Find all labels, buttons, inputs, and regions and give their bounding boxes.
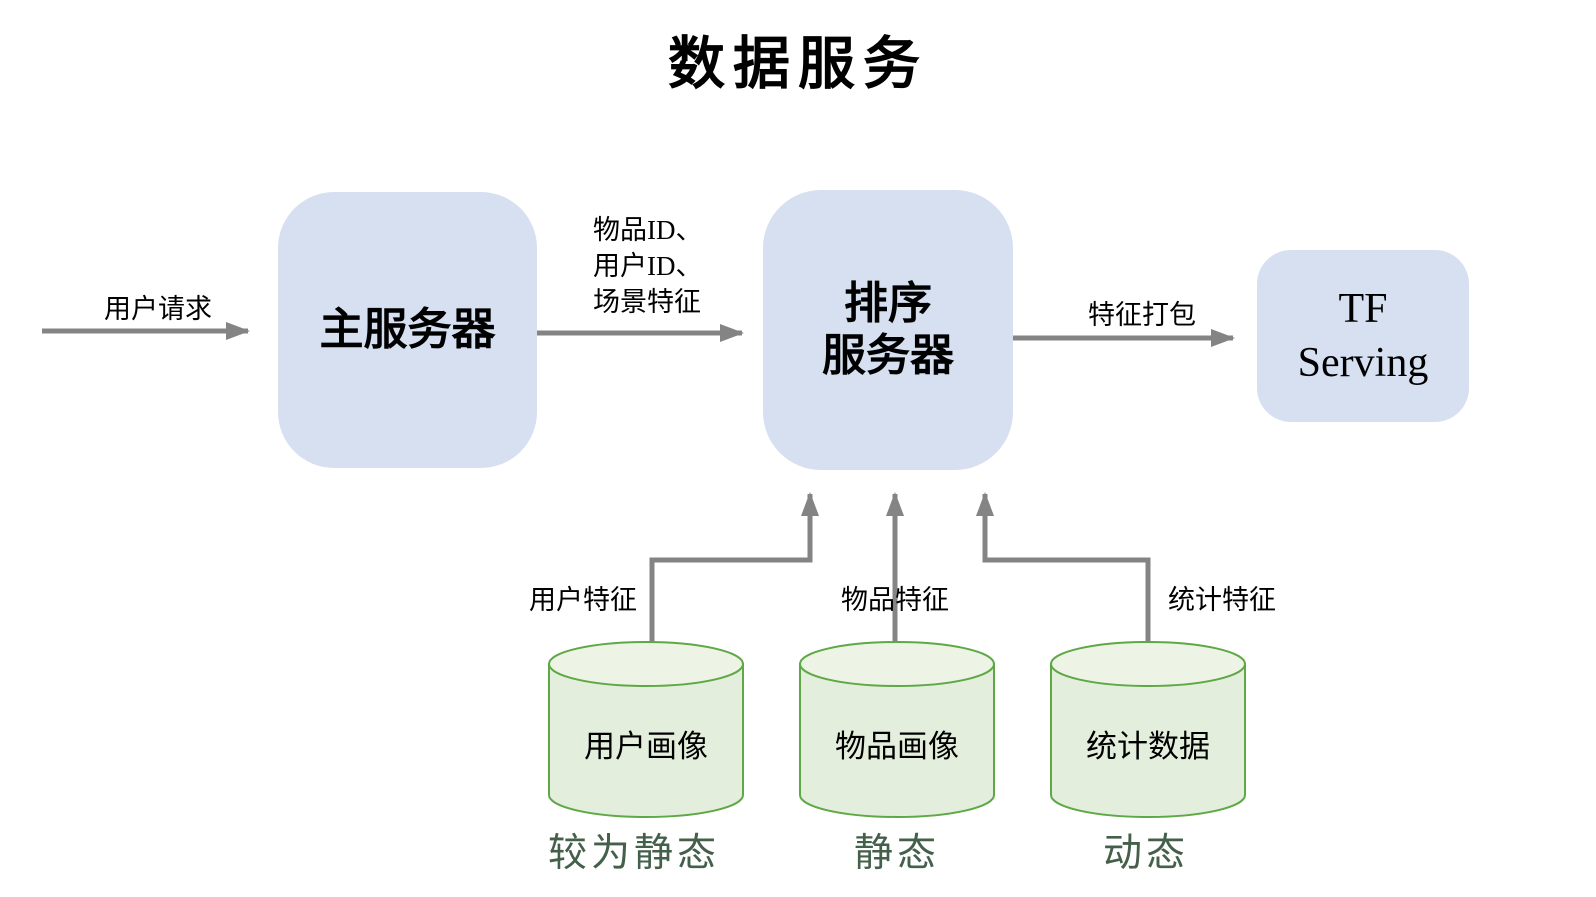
- edge-label-ids-line3: 场景特征: [593, 287, 701, 317]
- edge-label-user-request: 用户请求: [104, 294, 212, 324]
- rank-server-label-line1: 排序: [844, 279, 932, 328]
- rank-server-label: 排序 服务器: [822, 278, 954, 382]
- node-rank-server: 排序 服务器: [763, 190, 1013, 470]
- edge-label-ids-line1: 物品ID、: [593, 215, 703, 245]
- edge-label-stat-features: 统计特征: [1168, 585, 1276, 615]
- diagram-title: 数据服务: [668, 33, 928, 96]
- db-user-profile-body: [548, 663, 744, 818]
- edge-label-item-features: 物品特征: [841, 585, 949, 615]
- rank-server-label-line2: 服务器: [822, 331, 954, 380]
- tf-serving-label-line1: TF: [1338, 286, 1388, 332]
- db-item-profile-caption: 静态: [853, 832, 940, 875]
- tf-serving-label: TF Serving: [1298, 282, 1429, 390]
- arrow-user-profile-to-rank: [649, 492, 819, 644]
- db-user-profile-shape: [548, 641, 744, 818]
- db-item-profile-top: [799, 641, 995, 687]
- db-user-profile-caption: 较为静态: [547, 832, 720, 875]
- node-main-server: 主服务器: [278, 192, 537, 468]
- db-stat-data-body: [1050, 663, 1246, 818]
- node-tf-serving: TF Serving: [1257, 250, 1469, 422]
- db-stat-data-caption: 动态: [1102, 832, 1189, 875]
- edge-label-feature-pack: 特征打包: [1088, 300, 1196, 330]
- edge-label-user-features: 用户特征: [529, 585, 637, 615]
- main-server-label: 主服务器: [319, 305, 496, 354]
- db-stat-data-label: 统计数据: [1086, 729, 1210, 764]
- tf-serving-label-line2: Serving: [1297, 340, 1429, 386]
- arrow-stat-data-to-rank: [976, 492, 1151, 646]
- db-stat-data-top: [1050, 641, 1246, 687]
- db-user-profile-top: [548, 641, 744, 687]
- db-item-profile-shape: [799, 641, 995, 818]
- db-user-profile-label: 用户画像: [584, 729, 708, 764]
- db-item-profile-body: [799, 663, 995, 818]
- db-item-profile-label: 物品画像: [835, 729, 959, 764]
- edge-label-ids-line2: 用户ID、: [593, 251, 703, 281]
- db-stat-data-shape: [1050, 641, 1246, 818]
- edge-label-ids-features: 物品ID、 用户ID、 场景特征: [593, 212, 703, 320]
